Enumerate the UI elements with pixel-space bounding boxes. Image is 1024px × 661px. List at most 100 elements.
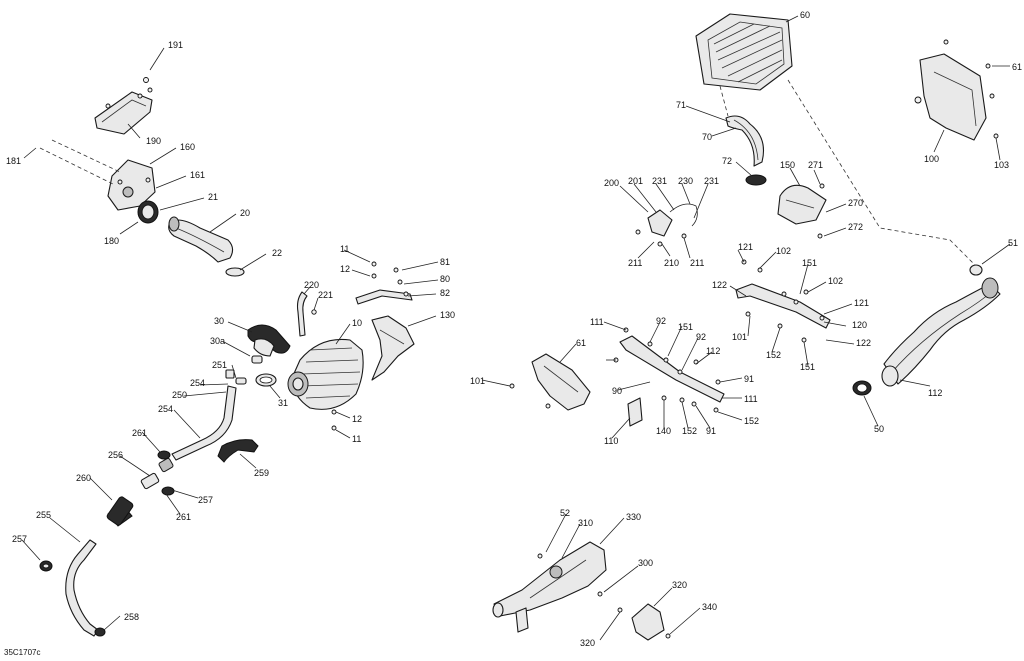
turbo-10-group [287, 338, 364, 410]
callout-272: 272 [848, 222, 863, 232]
bar-110-group [613, 327, 725, 413]
bar-120-group [735, 259, 831, 343]
callout-230: 230 [678, 176, 693, 186]
bracket-90-group [509, 353, 591, 411]
callout-151-lower: 112 [706, 346, 720, 356]
callout-111-right: 91 [744, 374, 754, 384]
clamp-257-group [39, 560, 53, 572]
bolt-221-group [311, 309, 317, 315]
callout-70: 70 [702, 132, 712, 142]
clamp-52-group [852, 380, 872, 396]
callout-21: 21 [208, 192, 218, 202]
callout-256: 256 [108, 450, 123, 460]
callout-190: 190 [146, 136, 161, 146]
bracket-190-group [94, 77, 153, 135]
callout-72: 72 [722, 156, 732, 166]
callout-200: 200 [604, 178, 619, 188]
callout-30a: 30a [210, 336, 225, 346]
callout-100: 100 [924, 154, 939, 164]
callout-161: 161 [190, 170, 205, 180]
callout-11-bottom: 11 [352, 434, 361, 444]
bracket-160-group [39, 139, 156, 211]
callout-121-right: 121 [854, 298, 869, 308]
callout-330: 310 [578, 518, 593, 528]
callout-102-top: 102 [776, 246, 791, 256]
callout-91-right: 152 [682, 426, 697, 436]
pipe-30-group [247, 324, 291, 357]
callout-320-bottom: 340 [702, 602, 717, 612]
reference-code: 35C1707c [4, 648, 41, 657]
callout-10: 10 [352, 318, 362, 328]
callout-310-bottom: 320 [580, 638, 595, 648]
callout-259: 259 [254, 468, 269, 478]
hose-50-group [881, 277, 1001, 387]
coupler-256-group [140, 450, 175, 496]
callout-92-left: 92 [656, 316, 666, 326]
callout-254-bottom: 254 [158, 404, 173, 414]
callout-310-top: 52 [560, 508, 570, 518]
callout-257-mid: 257 [198, 495, 213, 505]
callout-211-left: 211 [628, 258, 642, 268]
clamp-180-group [137, 200, 159, 224]
callout-110: 111 [744, 394, 758, 404]
bracket-200-group [635, 203, 698, 247]
pipe-255-group [65, 539, 106, 637]
callout-340: 320 [672, 580, 687, 590]
small-30a-group [235, 355, 263, 385]
callout-151-top: 151 [802, 258, 817, 268]
callout-261-top: 261 [132, 428, 147, 438]
callout-130: 130 [440, 310, 455, 320]
callout-220: 220 [304, 280, 319, 290]
callout-12-bottom: 12 [352, 414, 362, 424]
callout-271: 271 [808, 160, 823, 170]
callout-258: 258 [124, 612, 139, 622]
callout-112-right: 152 [744, 416, 759, 426]
callout-152-left: 140 [656, 426, 671, 436]
hose-20-group [168, 216, 234, 263]
callout-11-top: 11 [340, 244, 349, 254]
intercooler-60-group [695, 13, 981, 271]
callout-52: 50 [874, 424, 884, 434]
callout-151-mid: 151 [678, 322, 693, 332]
callout-101-left: 101 [732, 332, 747, 342]
callout-61-left: 101 [470, 376, 485, 386]
callout-122-right: 122 [856, 338, 871, 348]
callout-50: 112 [928, 388, 942, 398]
clamp-72-group [745, 174, 767, 186]
callout-122-top: 122 [712, 280, 727, 290]
callout-101-right: 151 [800, 362, 815, 372]
callout-254-top: 254 [190, 378, 205, 388]
callout-300: 330 [626, 512, 641, 522]
callout-255: 255 [36, 510, 51, 520]
clamp-51-group [969, 264, 983, 276]
callout-111-left: 111 [590, 317, 604, 327]
callout-140: 110 [604, 436, 618, 446]
callout-180: 180 [104, 236, 119, 246]
callout-260: 260 [76, 473, 91, 483]
callout-80: 80 [440, 274, 450, 284]
callout-261-bottom: 261 [176, 512, 191, 522]
callout-250: 250 [172, 390, 187, 400]
callout-82: 82 [440, 288, 450, 298]
callout-257-bottom: 257 [12, 534, 27, 544]
callout-210: 210 [664, 258, 679, 268]
callout-91-left: 90 [612, 386, 622, 396]
bracket-80-group [331, 261, 413, 431]
callout-61-right: 61 [1012, 62, 1022, 72]
callout-20: 20 [240, 208, 250, 218]
callout-102-right: 102 [828, 276, 843, 286]
callout-160: 160 [180, 142, 195, 152]
plate-140-group [627, 397, 643, 427]
callout-191: 191 [168, 40, 183, 50]
callout-152-lower: 91 [706, 426, 716, 436]
hose-259-group [217, 439, 259, 463]
callout-152-right: 152 [766, 350, 781, 360]
callout-51: 51 [1008, 238, 1018, 248]
ring-31-group [255, 373, 277, 387]
callout-251: 251 [212, 360, 227, 370]
bracket-100-group [914, 39, 999, 141]
callout-181: 181 [6, 156, 21, 166]
callout-labels: 191 190 181 160 161 21 20 180 22 11 12 8… [6, 10, 1022, 648]
callout-150: 150 [780, 160, 795, 170]
